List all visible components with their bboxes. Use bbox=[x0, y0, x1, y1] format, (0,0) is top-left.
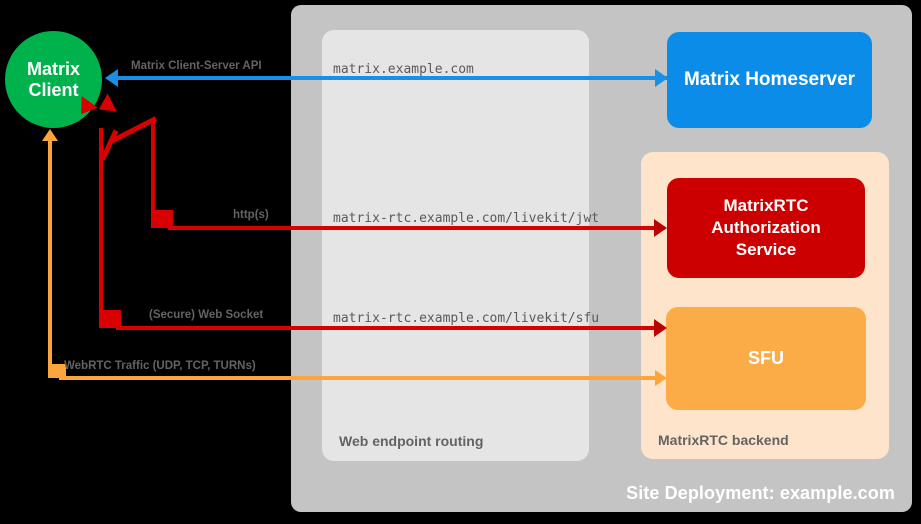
node-matrix-client: Matrix Client bbox=[5, 31, 102, 128]
edge-webrtc-corner bbox=[48, 364, 66, 378]
edge-ws-arrowhead-sfu bbox=[654, 319, 667, 337]
node-matrix-homeserver-label: Matrix Homeserver bbox=[683, 69, 856, 90]
edge-webrtc-arrowhead-sfu bbox=[655, 370, 667, 386]
edge-jwt-corner bbox=[151, 210, 173, 228]
edge-ws-corner bbox=[99, 310, 121, 328]
edge-cs-api-line bbox=[118, 76, 667, 80]
edge-webrtc-arrowhead-client bbox=[42, 129, 58, 141]
node-matrix-homeserver: Matrix Homeserver bbox=[667, 32, 872, 128]
matrixrtc-backend-label: MatrixRTC backend bbox=[658, 432, 789, 448]
edge-jwt-arrowhead-auth bbox=[654, 219, 667, 237]
edge-webrtc-vertical bbox=[48, 140, 52, 378]
node-sfu: SFU bbox=[666, 307, 866, 410]
edge-cs-api-arrowhead-homeserver bbox=[655, 69, 668, 87]
edge-jwt-protocol-label: http(s) bbox=[233, 209, 269, 221]
node-matrix-client-line1: Matrix bbox=[26, 58, 80, 79]
node-sfu-label: SFU bbox=[748, 348, 784, 368]
node-matrix-client-line2: Client bbox=[28, 79, 79, 100]
edge-ws-vertical bbox=[99, 128, 103, 328]
edge-cs-api-arrowhead-client bbox=[105, 69, 118, 87]
edge-webrtc-protocol-label: WebRTC Traffic (UDP, TCP, TURNs) bbox=[64, 360, 256, 372]
node-auth-line3: Service bbox=[735, 240, 797, 260]
edge-ws-protocol-label: (Secure) Web Socket bbox=[149, 309, 264, 321]
edge-ws-horizontal bbox=[116, 326, 657, 330]
edge-jwt-endpoint-label: matrix-rtc.example.com/livekit/jwt bbox=[333, 211, 600, 226]
node-auth-line1: MatrixRTC bbox=[723, 195, 809, 215]
site-deployment-label: Site Deployment: example.com bbox=[626, 483, 895, 503]
edge-jwt-horizontal bbox=[168, 226, 657, 230]
edge-ws-endpoint-label: matrix-rtc.example.com/livekit/sfu bbox=[333, 311, 600, 326]
node-matrixrtc-authorization-service: MatrixRTC Authorization Service bbox=[667, 178, 865, 278]
edge-webrtc-horizontal bbox=[59, 376, 657, 380]
web-endpoint-routing-label: Web endpoint routing bbox=[339, 433, 484, 449]
web-endpoint-routing-container: Web endpoint routing bbox=[322, 30, 589, 461]
edge-jwt-arrowhead-client bbox=[94, 93, 117, 119]
edge-cs-api-protocol-label: Matrix Client-Server API bbox=[131, 60, 262, 72]
node-auth-line2: Authorization bbox=[711, 217, 821, 237]
edge-cs-api-endpoint-label: matrix.example.com bbox=[333, 62, 474, 77]
edge-jwt-vertical bbox=[151, 118, 155, 228]
